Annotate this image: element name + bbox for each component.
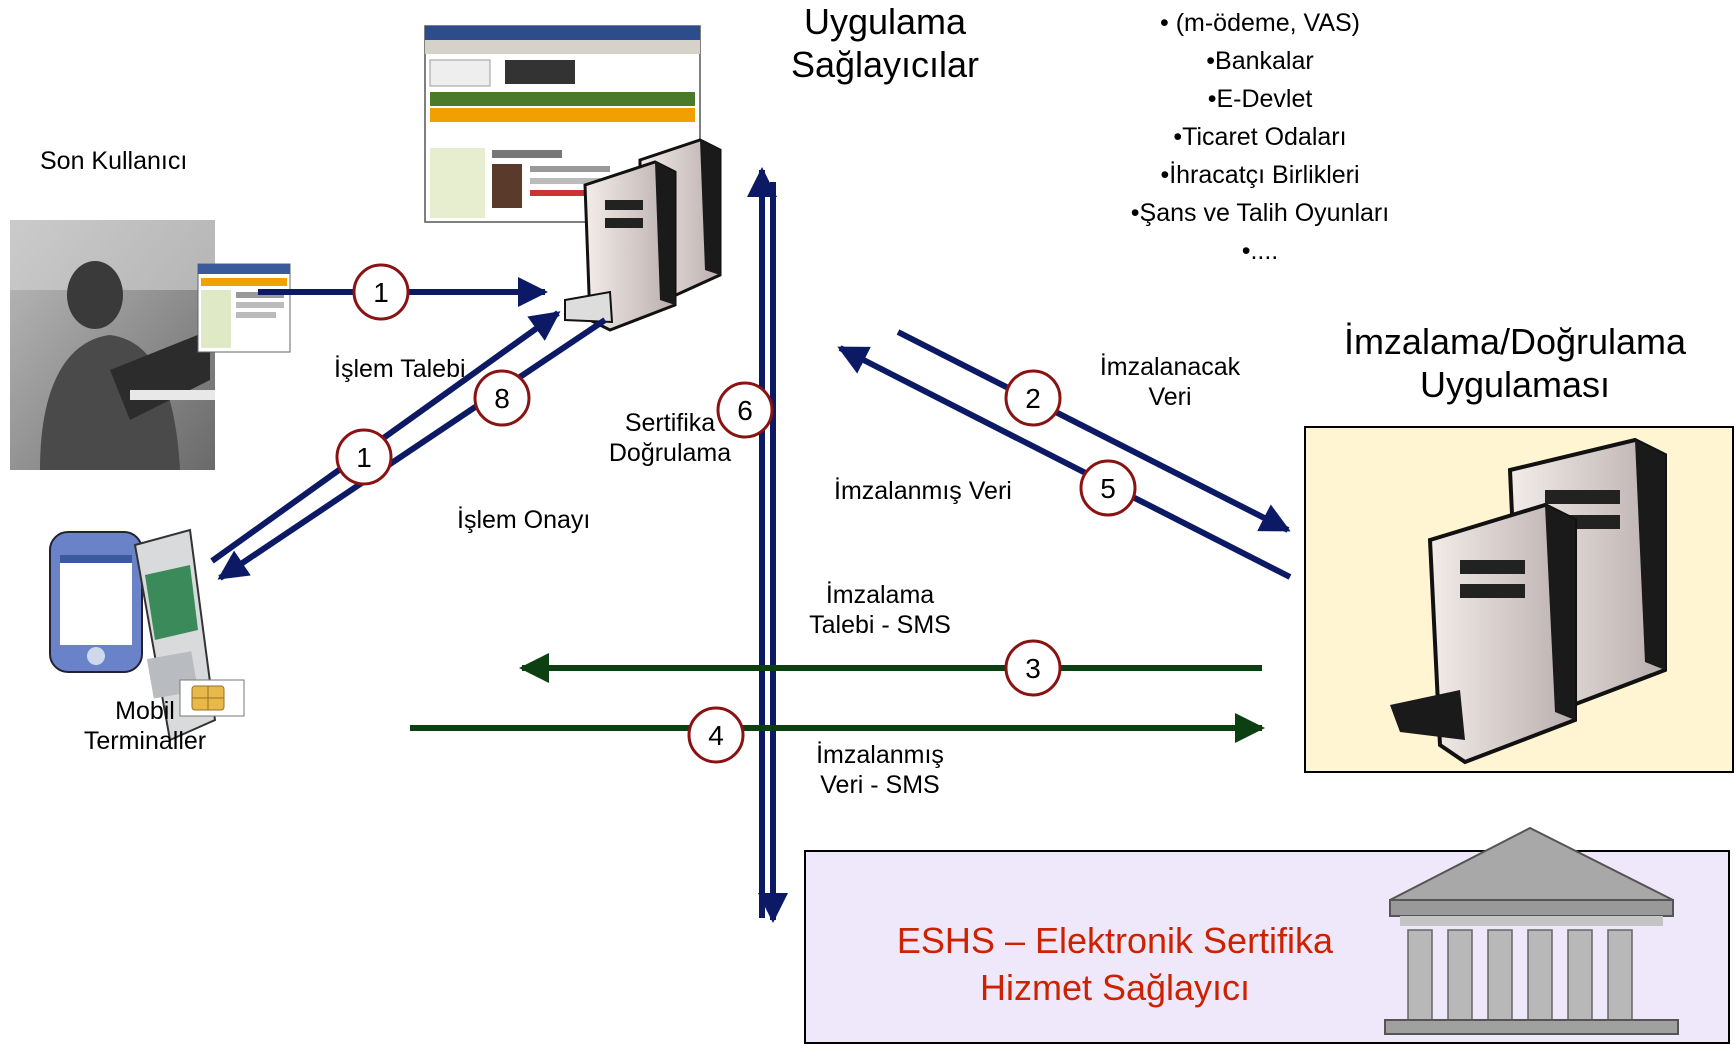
label-line: İmzalanmış [816,741,944,769]
step-circle [335,428,393,486]
title-line: Uygulama [803,1,967,42]
list-item: •İhracatçı Birlikleri [1160,161,1360,189]
step-circle [473,369,531,427]
transaction-approval-label: İşlem Onayı [457,506,591,534]
list-item: •Ticaret Odaları [1173,123,1347,151]
signed-data-sms-label: İmzalanmış Veri - SMS [770,740,990,800]
browser-window-icon [424,25,701,223]
step-number: 5 [1100,473,1116,504]
server-tower-icon [564,138,722,332]
label-line: Terminaller [83,727,207,755]
list-item: •.... [1241,237,1279,265]
step-number: 4 [708,720,724,751]
step-number: 3 [1025,653,1041,684]
label-line: Doğrulama [608,439,732,467]
step-number: 8 [494,383,510,414]
sign-request-sms-label: İmzalama Talebi - SMS [770,580,990,640]
title-line: Sağlayıcılar [790,44,980,86]
mobile-phone-icon [49,531,143,673]
data-to-sign-label: İmzalanacak Veri [1090,352,1250,412]
step-number: 1 [373,277,389,308]
step-circle [1079,459,1137,517]
label-line: Mobil [115,697,175,725]
user-photo-icon [10,220,215,470]
arrow-data-to-sign [896,329,1291,533]
eshs-label: ESHS – Elektronik Sertifika Hizmet Sağla… [830,918,1400,1012]
label-line: ESHS – Elektronik Sertifika [896,920,1334,961]
end-user-label: Son Kullanıcı [40,147,188,175]
step-number: 2 [1025,383,1041,414]
sim-card-icon [179,679,245,717]
signed-data-label: İmzalanmış Veri [834,477,1012,505]
government-building-icon [1384,826,1679,1035]
step-number: 6 [737,395,753,426]
provider-list: • (m-ödeme, VAS) •Bankalar •E-Devlet •Ti… [1060,4,1460,270]
title-line: Uygulaması [1419,364,1611,406]
server-tower-icon [1390,437,1667,765]
arrow-mobile-request [210,310,561,564]
label-line: Talebi - SMS [809,611,951,639]
step-circle [716,381,774,439]
step-number: 1 [356,442,372,473]
list-item: •Şans ve Talih Oyunları [1130,199,1390,227]
label-line: Hizmet Sağlayıcı [979,966,1251,1008]
label-line: Sertifika [624,409,716,437]
arrow-approval [217,317,607,581]
step-circle [687,706,745,764]
step-circle [1004,369,1062,427]
browser-window-icon [197,263,291,353]
arrow-signed-data [837,345,1292,580]
mobile-terminals-label: Mobil Terminaller [50,696,240,756]
list-item: •Bankalar [1206,47,1314,75]
step-circle [352,263,410,321]
label-line: İmzalama [825,581,935,609]
step-circle [1004,639,1062,697]
label-line: İmzalanacak [1099,353,1241,381]
signing-app-title: İmzalama/Doğrulama Uygulaması [1295,320,1735,406]
list-item: •E-Devlet [1207,85,1313,113]
transaction-request-label: İşlem Talebi [334,355,466,383]
certificate-verification-label: Sertifika Doğrulama [590,408,750,468]
label-line: Veri [1148,383,1192,411]
label-line: Veri - SMS [820,771,940,799]
app-provider-title: Uygulama Sağlayıcılar [760,0,1010,86]
title-line: İmzalama/Doğrulama [1343,321,1687,362]
list-item: • (m-ödeme, VAS) [1160,9,1360,37]
